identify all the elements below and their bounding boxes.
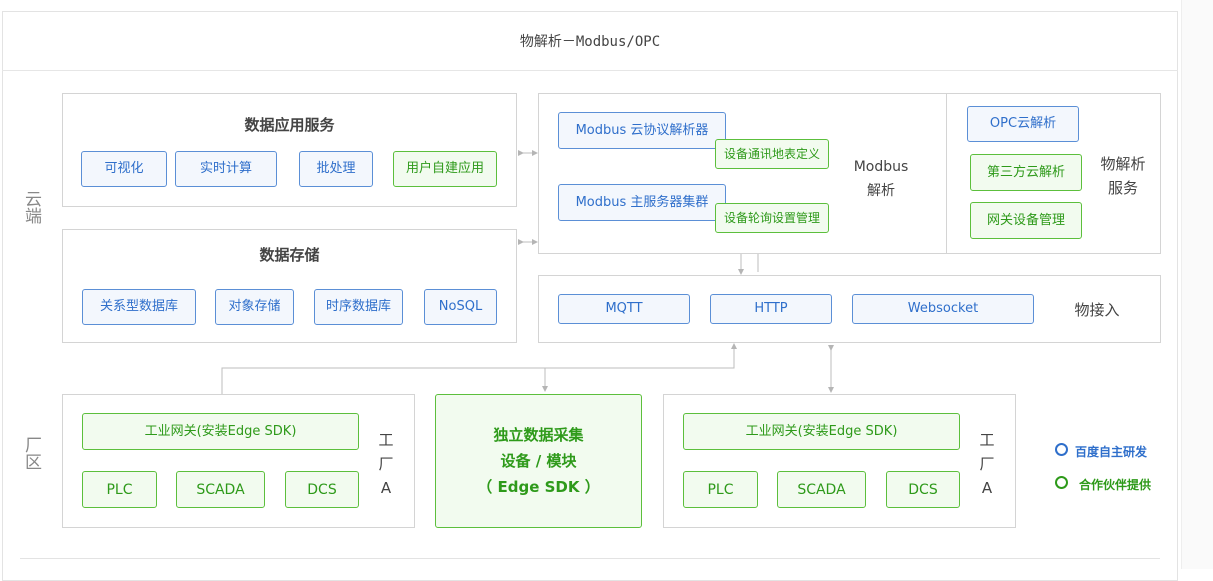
- chip-gateway-mgmt[interactable]: 网关设备管理: [970, 202, 1082, 239]
- factory-right-label: 工 厂 A: [977, 428, 997, 500]
- access-panel: [538, 275, 1161, 343]
- chip-user-app[interactable]: 用户自建应用: [393, 151, 497, 187]
- legend-own-label: 百度自主研发: [1075, 445, 1148, 459]
- side-label-factory-text: 厂区: [21, 436, 41, 470]
- chip-object-storage[interactable]: 对象存储: [215, 289, 294, 325]
- legend-partner-dot: [1055, 476, 1068, 489]
- polling-settings[interactable]: 设备轮询设置管理: [715, 203, 829, 233]
- chip-visualization[interactable]: 可视化: [81, 151, 167, 187]
- chip-opc-parser[interactable]: OPC云解析: [967, 106, 1079, 142]
- factory-left-label: 工 厂 A: [376, 428, 396, 500]
- factory-right-plc[interactable]: PLC: [683, 471, 758, 508]
- address-table-def[interactable]: 设备通讯地表定义: [715, 139, 829, 169]
- standalone-line1: 独立数据采集: [493, 426, 584, 444]
- standalone-device[interactable]: 独立数据采集 设备 / 模块 （ Edge SDK ）: [435, 394, 642, 528]
- factory-left-plc[interactable]: PLC: [82, 471, 157, 508]
- scrollbar[interactable]: [1181, 0, 1213, 569]
- chip-third-party-parser[interactable]: 第三方云解析: [970, 154, 1082, 191]
- chip-batch[interactable]: 批处理: [299, 151, 373, 187]
- data-storage-title: 数据存储: [259, 246, 320, 264]
- factory-left-label-2: 厂: [378, 455, 394, 473]
- factory-left-dcs[interactable]: DCS: [285, 471, 359, 508]
- chip-mqtt[interactable]: MQTT: [558, 294, 690, 324]
- chip-relational-db[interactable]: 关系型数据库: [82, 289, 196, 325]
- side-label-cloud: 云端: [20, 190, 42, 229]
- factory-right-label-1: 工: [979, 431, 995, 449]
- chip-realtime-compute[interactable]: 实时计算: [175, 151, 277, 187]
- modbus-cloud-parser[interactable]: Modbus 云协议解析器: [558, 112, 726, 149]
- chip-nosql[interactable]: NoSQL: [424, 289, 497, 325]
- data-app-title: 数据应用服务: [244, 116, 335, 134]
- standalone-line3: （ Edge SDK ）: [477, 478, 600, 496]
- modbus-master-cluster[interactable]: Modbus 主服务器集群: [558, 184, 726, 221]
- chip-timeseries-db[interactable]: 时序数据库: [314, 289, 403, 325]
- factory-left-scada[interactable]: SCADA: [176, 471, 265, 508]
- factory-right-scada[interactable]: SCADA: [777, 471, 866, 508]
- chip-websocket[interactable]: Websocket: [852, 294, 1034, 324]
- modbus-label: Modbus 解析: [853, 159, 909, 199]
- factory-left-gateway[interactable]: 工业网关(安装Edge SDK): [82, 413, 359, 450]
- side-label-cloud-text: 云端: [21, 190, 41, 224]
- chip-http[interactable]: HTTP: [710, 294, 832, 324]
- access-label: 物接入: [1074, 301, 1120, 319]
- standalone-line2: 设备 / 模块: [500, 452, 577, 470]
- legend-own-dot: [1055, 443, 1068, 456]
- factory-right-label-2: 厂: [979, 455, 995, 473]
- side-label-factory: 厂区: [20, 436, 42, 475]
- legend-partner-label: 合作伙伴提供: [1079, 478, 1152, 492]
- bottom-divider: [20, 558, 1160, 559]
- factory-right-dcs[interactable]: DCS: [886, 471, 960, 508]
- factory-left-label-3: A: [380, 479, 392, 497]
- factory-left-label-1: 工: [378, 431, 394, 449]
- factory-right-gateway[interactable]: 工业网关(安装Edge SDK): [683, 413, 960, 450]
- data-app-panel: [62, 93, 517, 207]
- factory-right-label-3: A: [981, 479, 993, 497]
- parse-service-label: 物解析 服务: [1100, 155, 1146, 197]
- diagram-title: 物解析－Modbus/OPC: [2, 11, 1178, 71]
